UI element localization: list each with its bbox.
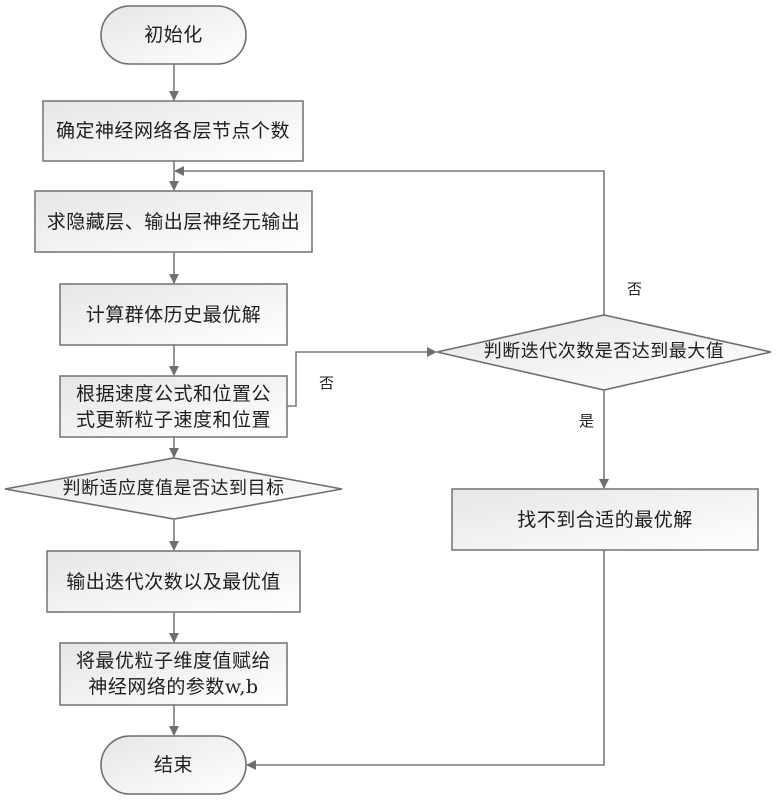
arrow-update-to-max-iter	[287, 347, 437, 407]
output-iterations-box	[46, 550, 301, 613]
arrow-no-solution-to-end	[246, 550, 605, 770]
no-solution-box	[451, 488, 759, 551]
compute-best-box	[59, 283, 288, 346]
fitness-no-label: 否	[319, 374, 335, 392]
determine-nodes-box	[42, 100, 304, 162]
compute-outputs-box	[34, 190, 313, 253]
assign-params-box	[59, 642, 288, 706]
max-iter-yes-label: 是	[579, 412, 595, 430]
start-terminal	[100, 5, 247, 65]
max-iter-decision-diamond	[436, 314, 772, 391]
arrow-max-iter-loop-back	[174, 166, 605, 315]
max-iter-no-label: 否	[627, 280, 643, 298]
end-terminal	[100, 735, 247, 795]
fitness-decision-diamond	[4, 457, 343, 520]
update-particles-box	[59, 375, 288, 438]
